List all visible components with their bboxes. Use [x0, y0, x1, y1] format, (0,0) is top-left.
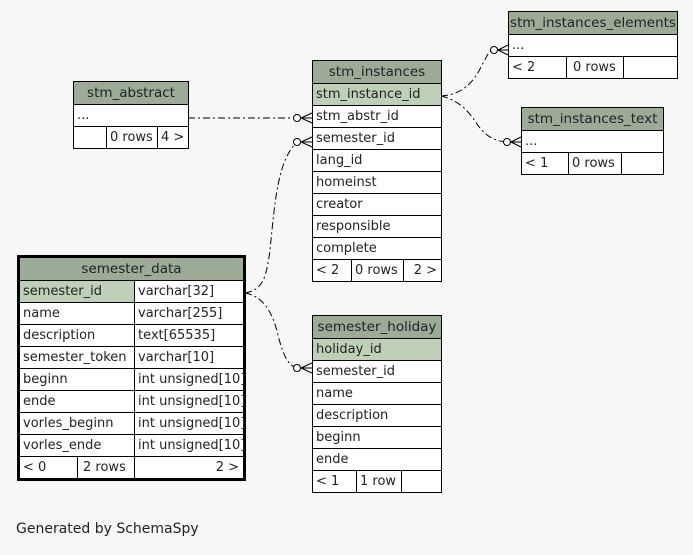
primary-key-row[interactable]: holiday_id — [313, 338, 441, 360]
column-row[interactable]: responsible — [313, 215, 441, 237]
column-row[interactable]: complete — [313, 237, 441, 259]
column-type: text[65535] — [134, 325, 243, 346]
column-row[interactable]: ende int unsigned[10] — [20, 390, 245, 412]
footer-children — [623, 57, 677, 78]
link-instances-to-elements — [440, 49, 495, 97]
footer-row-count: 2 rows — [77, 457, 134, 478]
primary-key-row[interactable]: stm_instance_id — [313, 83, 441, 105]
link-semester-data-to-instances — [244, 141, 298, 294]
footer-parents[interactable]: < 1 — [525, 156, 549, 171]
column-row[interactable]: vorles_ende int unsigned[10] — [20, 434, 245, 456]
column-row[interactable]: name — [313, 382, 441, 404]
footer-row-count: 0 rows — [351, 260, 403, 281]
footer-children — [401, 471, 441, 492]
column-row[interactable]: ... — [509, 34, 677, 56]
generated-by-label: Generated by SchemaSpy — [16, 521, 199, 537]
crowfoot-text — [510, 136, 522, 148]
table-semester-data[interactable]: semester_data semester_id varchar[32] na… — [17, 255, 246, 481]
footer-children[interactable]: 2 > — [403, 260, 441, 281]
column-row[interactable]: semester_id — [313, 360, 441, 382]
table-footer: 0 rows 4 > — [74, 126, 188, 148]
column-name: semester_id — [20, 281, 134, 302]
column-type: varchar[255] — [134, 303, 243, 324]
crowfoot-holiday-semester — [300, 362, 313, 374]
table-semester-holiday[interactable]: semester_holiday holiday_id semester_id … — [312, 315, 442, 493]
column-type: int unsigned[10] — [134, 435, 245, 456]
column-name: vorles_beginn — [23, 416, 114, 431]
column-type: varchar[32] — [134, 281, 243, 302]
crowfoot-abstr — [300, 112, 313, 124]
column-row[interactable]: creator — [313, 193, 441, 215]
column-row[interactable]: ... — [74, 104, 188, 126]
table-footer: < 1 1 row — [313, 470, 441, 492]
column-row[interactable]: semester_id — [313, 127, 441, 149]
footer-parents: < 0 — [23, 460, 47, 475]
table-stm-instances[interactable]: stm_instances stm_instance_id stm_abstr_… — [312, 60, 442, 282]
optional-circle-holiday-semester — [293, 364, 301, 372]
column-type: int unsigned[10] — [134, 391, 245, 412]
column-row[interactable]: semester_token varchar[10] — [20, 346, 243, 368]
table-stm-instances-text[interactable]: stm_instances_text ... < 1 0 rows — [521, 107, 664, 175]
column-row[interactable]: ... — [522, 130, 663, 152]
column-name: semester_token — [23, 350, 127, 365]
table-header[interactable]: stm_instances_text — [522, 108, 663, 130]
footer-parents[interactable]: < 1 — [316, 474, 340, 489]
column-type: int unsigned[10] — [134, 413, 245, 434]
table-header[interactable]: semester_data — [20, 258, 243, 280]
table-header[interactable]: stm_instances — [313, 61, 441, 83]
column-row[interactable]: stm_abstr_id — [313, 105, 441, 127]
crowfoot-elements — [497, 44, 509, 56]
column-row[interactable]: description text[65535] — [20, 324, 243, 346]
footer-parents[interactable]: < 2 — [512, 60, 536, 75]
column-row[interactable]: beginn — [313, 426, 441, 448]
optional-circle-elements — [490, 46, 498, 54]
crowfoot-instances-semester — [300, 136, 313, 148]
footer-row-count: 0 rows — [568, 153, 621, 174]
column-row[interactable]: ende — [313, 448, 441, 470]
footer-parents[interactable]: < 2 — [316, 263, 340, 278]
column-row[interactable]: lang_id — [313, 149, 441, 171]
column-row[interactable]: homeinst — [313, 171, 441, 193]
column-name: name — [23, 306, 60, 321]
table-header[interactable]: stm_instances_elements — [509, 12, 677, 34]
column-row[interactable]: vorles_beginn int unsigned[10] — [20, 412, 245, 434]
primary-key-row[interactable]: semester_id varchar[32] — [20, 280, 243, 302]
footer-row-count: 1 row — [356, 471, 401, 492]
link-semester-data-to-holiday — [244, 292, 298, 369]
footer-children[interactable]: 4 > — [157, 127, 188, 148]
column-type: int unsigned[10] — [134, 369, 245, 390]
column-name: beginn — [23, 372, 68, 387]
table-stm-instances-elements[interactable]: stm_instances_elements ... < 2 0 rows — [508, 11, 678, 79]
footer-row-count: 0 rows — [566, 57, 623, 78]
footer-parents — [74, 127, 106, 148]
optional-circle-text — [503, 138, 511, 146]
column-name: ende — [23, 394, 56, 409]
table-footer: < 0 2 rows 2 > — [20, 456, 243, 478]
table-footer: < 1 0 rows — [522, 152, 663, 174]
footer-children — [621, 153, 663, 174]
column-type: varchar[10] — [134, 347, 243, 368]
optional-circle-abstr — [293, 114, 301, 122]
footer-row-count: 0 rows — [106, 127, 157, 148]
link-instances-to-text — [440, 95, 508, 143]
table-footer: < 2 0 rows — [509, 56, 677, 78]
table-header[interactable]: semester_holiday — [313, 316, 441, 338]
table-header[interactable]: stm_abstract — [74, 82, 188, 104]
table-footer: < 2 0 rows 2 > — [313, 259, 441, 281]
optional-circle-instances-semester — [293, 138, 301, 146]
column-row[interactable]: beginn int unsigned[10] — [20, 368, 245, 390]
column-name: vorles_ende — [23, 438, 102, 453]
table-stm-abstract[interactable]: stm_abstract ... 0 rows 4 > — [73, 81, 189, 149]
column-row[interactable]: description — [313, 404, 441, 426]
column-row[interactable]: name varchar[255] — [20, 302, 243, 324]
column-name: description — [23, 328, 96, 343]
footer-children[interactable]: 2 > — [134, 457, 243, 478]
